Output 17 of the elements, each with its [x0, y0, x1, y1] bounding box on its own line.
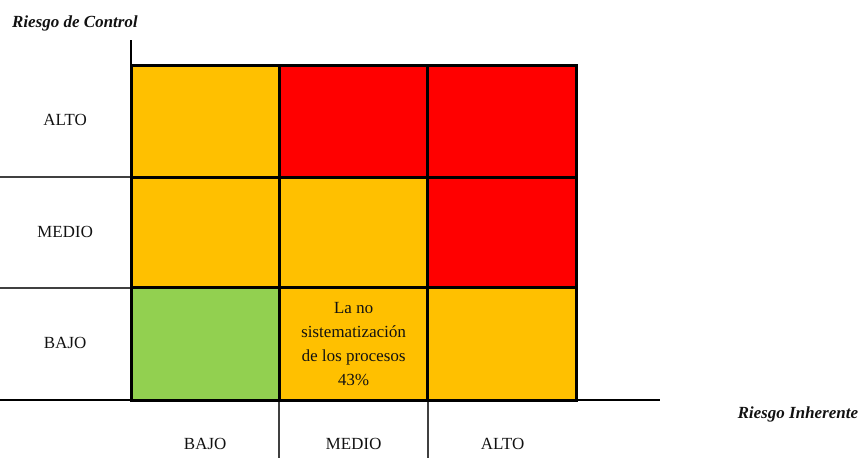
axis-title: Riesgo Inherente	[736, 403, 858, 423]
axis-title: Riesgo de Control	[12, 12, 139, 32]
risk-matrix-cell	[278, 176, 429, 289]
row-label: BAJO	[42, 333, 88, 353]
risk-matrix-cell	[130, 286, 281, 402]
risk-matrix-cell: La no sistematización de los procesos 43%	[278, 286, 429, 402]
risk-matrix-cell	[130, 176, 281, 289]
column-label: ALTO	[480, 434, 526, 454]
risk-matrix-cell	[426, 176, 578, 289]
risk-matrix-cell	[278, 64, 429, 179]
column-label: BAJO	[182, 434, 228, 454]
risk-matrix-cell	[426, 286, 578, 402]
row-label: MEDIO	[36, 222, 94, 242]
column-label: MEDIO	[324, 434, 382, 454]
row-label: ALTO	[42, 110, 88, 130]
risk-matrix-cell	[426, 64, 578, 179]
risk-matrix-cell	[130, 64, 281, 179]
